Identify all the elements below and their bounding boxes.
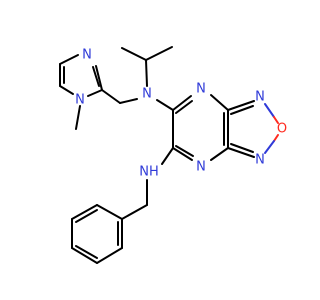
bond-imidazole-c2-n3	[95, 65, 103, 91]
bond-imidazole-n1-c2	[87, 89, 103, 97]
atom-label-n-oxadiazole-bottom: N	[255, 153, 265, 168]
bond-phenyl-3-double	[75, 245, 98, 259]
molecule-structure-diagram: N N N N N O N N NH	[59, 46, 287, 264]
bond-pyrazine-c-n-bottom	[172, 147, 193, 161]
bond-pyrazine-c-n-top	[172, 95, 192, 111]
bond-phenyl-6	[96, 204, 123, 220]
bond-pyrazine-to-nh	[161, 147, 174, 165]
bond-oxadiazole-o-n-bottom-o-half	[273, 134, 279, 142]
bond-phenyl-3	[71, 247, 98, 264]
bond-oxadiazole-c-n-bottom-double	[230, 143, 254, 153]
bond-phenyl-5	[71, 204, 98, 220]
bond-phenyl-2	[96, 247, 123, 264]
atom-label-n-pyrazine-bottom: N	[196, 160, 206, 175]
bond-pyrazine-n-c-bottom	[210, 147, 229, 161]
bond-isopropyl-left	[121, 47, 147, 61]
bond-oxadiazole-c-n-bottom	[227, 147, 255, 158]
bond-n-to-pyrazine	[156, 99, 174, 111]
bond-imidazole-c2-n3-double	[92, 66, 100, 87]
atom-label-n-imidazole-ring: N	[82, 48, 92, 63]
bond-isopropyl-right	[145, 46, 173, 61]
bond-n-methyl	[75, 105, 81, 130]
bond-ch2-to-imidazole	[101, 89, 121, 104]
bond-imidazole-c5-n1	[59, 85, 74, 95]
atom-label-nh: NH	[139, 165, 159, 180]
bond-layer	[59, 46, 279, 264]
bond-phenyl-5-double	[75, 209, 98, 223]
bond-oxadiazole-c-n-top-double	[230, 105, 254, 115]
bond-oxadiazole-n-o-top-o-half	[273, 116, 279, 124]
atom-label-n-oxadiazole-top: N	[255, 90, 265, 105]
bond-pyrazine-c-n-bottom-double	[175, 145, 194, 157]
atom-label-n-imidazole-methyl: N	[75, 93, 85, 108]
bond-pyrazine-n-c-top	[210, 94, 229, 111]
bond-oxadiazole-o-n-bottom	[264, 140, 275, 154]
bond-oxadiazole-c-n-top	[227, 100, 255, 111]
bond-pyrazine-c-n-top-double	[175, 100, 193, 114]
bond-ch2-to-phenyl	[121, 204, 148, 220]
atom-label-o-oxadiazole: O	[277, 122, 287, 137]
bond-isopropyl-to-n	[145, 59, 148, 87]
atom-label-n-pyrazine-top: N	[196, 82, 206, 97]
bond-imidazole-n3-c4	[59, 54, 79, 65]
bond-n-to-ch2	[119, 98, 138, 104]
atom-label-layer: N N N N N O N N NH	[75, 48, 287, 180]
atom-label-n-tertiary-amine: N	[142, 87, 152, 102]
bond-oxadiazole-n-o-top	[264, 103, 275, 118]
